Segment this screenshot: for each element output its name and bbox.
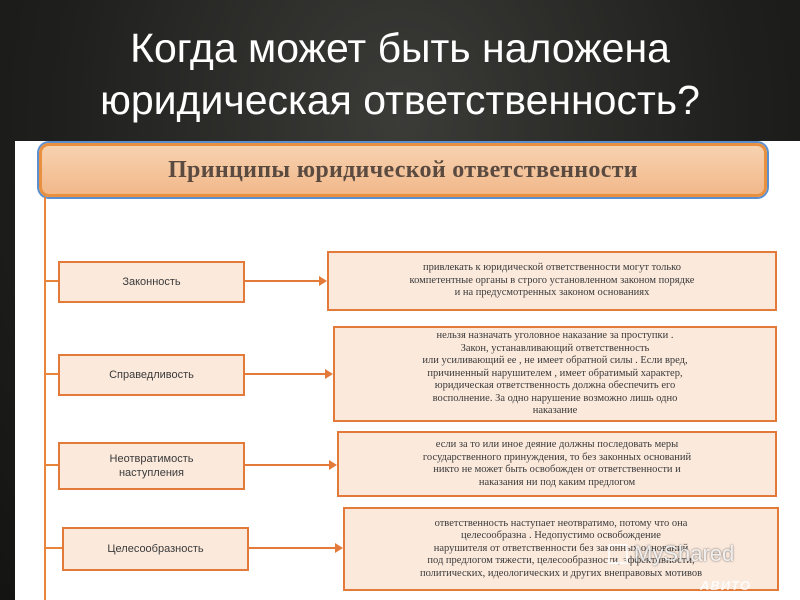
- description-line: под предлогом тяжести, целесообразности,…: [427, 555, 695, 567]
- principle-justice: Справедливость: [58, 354, 245, 396]
- slide-title-line-1: Когда может быть наложена: [130, 25, 670, 71]
- principle-inevitability: Неотвратимость наступления: [58, 442, 245, 490]
- description-line: нельзя назначать уголовное наказание за …: [436, 330, 674, 342]
- description-line: наказание: [532, 405, 578, 417]
- description-inevitability: если за то или иное деяние должны послед…: [337, 431, 777, 497]
- diagram-header: Принципы юридической ответственности: [39, 143, 767, 197]
- description-line: причиненный нарушителем , имеет обратимы…: [427, 367, 683, 379]
- description-justice: нельзя назначать уголовное наказание за …: [333, 326, 777, 422]
- description-expediency: ответственность наступает неотвратимо, п…: [343, 507, 779, 591]
- diagram-panel: Принципы юридической ответственности Зак…: [15, 141, 800, 600]
- principle-justice-label: Справедливость: [109, 369, 194, 381]
- watermark: MyShared: [608, 540, 778, 568]
- description-line: если за то или иное деяние должны послед…: [435, 439, 679, 450]
- description-line: государственного принуждения, то без зак…: [422, 451, 692, 463]
- description-line: компетентные органы в строго установленн…: [409, 274, 695, 286]
- description-line: и на предусмотренных законом основаниях: [454, 287, 650, 299]
- description-line: юридическая ответственность должна обесп…: [434, 380, 676, 392]
- watermark-brand: АВИТО: [700, 578, 752, 593]
- principle-expediency-label: Целесообразность: [107, 543, 204, 555]
- description-line: или усиливающий ее , не имеет обратной с…: [422, 355, 688, 367]
- description-line: наказания ни под каким предлогом: [478, 476, 636, 488]
- principle-legality-label: Законность: [122, 276, 181, 288]
- description-line: ответственность наступает неотвратимо, п…: [434, 517, 688, 529]
- principle-legality: Законность: [58, 261, 245, 303]
- slide-title: Когда может быть наложена юридическая от…: [0, 22, 800, 126]
- row-2-connector: [44, 373, 58, 375]
- principle-expediency: Целесообразность: [62, 527, 249, 571]
- description-line: Закон, устанавливающий ответственность: [460, 342, 650, 354]
- diagram-spine-line: [44, 197, 46, 600]
- watermark-logo-icon: [608, 544, 628, 564]
- description-line: нарушителя от ответственности без законн…: [433, 542, 689, 554]
- description-line: восполнение. За одно нарушение возможно …: [432, 392, 678, 404]
- slide-title-line-2: юридическая ответственность?: [100, 77, 700, 123]
- row-1-connector: [44, 280, 58, 282]
- row-4-connector: [44, 547, 62, 549]
- row-2-arrow: [243, 369, 333, 379]
- watermark-text: MyShared: [634, 541, 735, 566]
- description-line: привлекать к юридической ответственности…: [423, 262, 681, 274]
- description-line: никто не может быть освобожден от ответс…: [433, 464, 681, 475]
- row-3-connector: [44, 464, 58, 466]
- description-line: целесообразна . Недопустимо освобождение: [461, 530, 661, 542]
- row-4-arrow: [247, 543, 343, 553]
- row-3-arrow: [243, 460, 337, 470]
- row-1-arrow: [243, 276, 327, 286]
- description-legality: привлекать к юридической ответственности…: [327, 251, 777, 311]
- diagram-header-text: Принципы юридической ответственности: [168, 156, 638, 183]
- description-line: политических, идеологических и других вн…: [419, 567, 703, 579]
- principle-inevitability-label: Неотвратимость наступления: [109, 453, 194, 479]
